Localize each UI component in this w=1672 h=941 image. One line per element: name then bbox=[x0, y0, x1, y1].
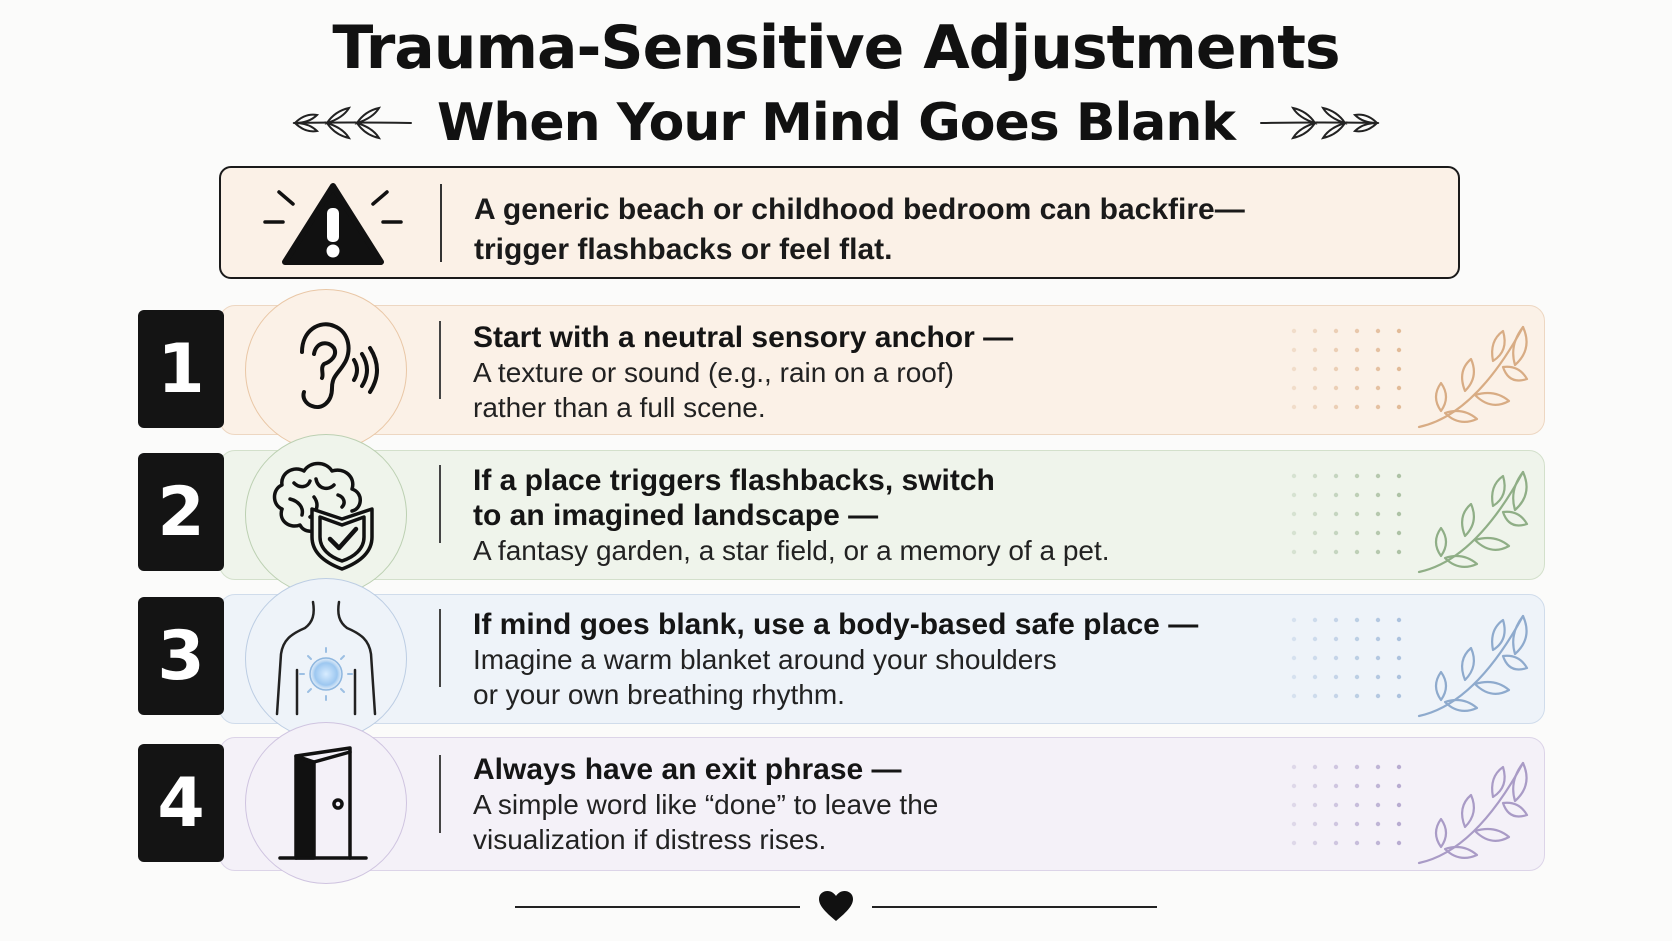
door-exit-icon bbox=[278, 746, 368, 860]
adjustment-body: A fantasy garden, a star field, or a mem… bbox=[473, 535, 1110, 566]
adjustment-heading: to an imagined landscape — bbox=[473, 499, 879, 532]
dot-pattern bbox=[1291, 328, 1402, 410]
icon-circle bbox=[245, 289, 407, 451]
subtitle-row: When Your Mind Goes Blank bbox=[0, 88, 1672, 158]
warning-divider bbox=[440, 184, 442, 262]
brain-shield-icon bbox=[272, 461, 374, 571]
warning-text-line: A generic beach or childhood bedroom can… bbox=[474, 193, 1245, 226]
left-vine-icon bbox=[292, 106, 413, 140]
adjustment-text-3: If mind goes blank, use a body-based saf… bbox=[473, 607, 1233, 712]
icon-circle bbox=[245, 722, 407, 884]
leaf-sprig-icon bbox=[1417, 614, 1529, 718]
leaf-sprig-icon bbox=[1417, 470, 1529, 574]
warning-icon bbox=[263, 183, 403, 265]
body-glow-icon bbox=[275, 600, 377, 716]
row-divider bbox=[439, 755, 441, 833]
warning-callout: A generic beach or childhood bedroom can… bbox=[219, 166, 1460, 279]
adjustment-heading: Start with a neutral sensory anchor — bbox=[473, 321, 1014, 354]
right-vine-icon bbox=[1259, 106, 1380, 140]
step-number-badge: 4 bbox=[138, 744, 224, 862]
row-divider bbox=[439, 465, 441, 543]
adjustment-body: A simple word like “done” to leave the bbox=[473, 789, 939, 820]
adjustment-body: or your own breathing rhythm. bbox=[473, 679, 845, 710]
step-number-badge: 1 bbox=[138, 310, 224, 428]
adjustment-heading: If a place triggers flashbacks, switch bbox=[473, 464, 995, 497]
adjustment-text-1: Start with a neutral sensory anchor — A … bbox=[473, 320, 1193, 425]
heart-icon bbox=[819, 891, 853, 921]
adjustment-heading: If mind goes blank, use a body-based saf… bbox=[473, 608, 1199, 641]
row-divider bbox=[439, 321, 441, 399]
warning-text-line: trigger flashbacks or feel flat. bbox=[474, 233, 893, 266]
adjustment-text-4: Always have an exit phrase — A simple wo… bbox=[473, 752, 1193, 857]
leaf-sprig-icon bbox=[1417, 761, 1529, 865]
row-divider bbox=[439, 609, 441, 687]
ear-icon bbox=[300, 322, 379, 409]
footer-divider-right bbox=[872, 906, 1157, 908]
dot-pattern bbox=[1291, 473, 1402, 555]
step-number-badge: 3 bbox=[138, 597, 224, 715]
page-subtitle: When Your Mind Goes Blank bbox=[437, 93, 1236, 153]
adjustment-body: Imagine a warm blanket around your shoul… bbox=[473, 644, 1057, 675]
adjustment-body: visualization if distress rises. bbox=[473, 824, 827, 855]
footer-divider-left bbox=[515, 906, 800, 908]
page-title: Trauma-Sensitive Adjustments bbox=[332, 13, 1340, 83]
adjustment-body: rather than a full scene. bbox=[473, 392, 766, 423]
leaf-sprig-icon bbox=[1417, 325, 1529, 429]
step-number-badge: 2 bbox=[138, 453, 224, 571]
icon-circle bbox=[245, 434, 407, 596]
adjustment-heading: Always have an exit phrase — bbox=[473, 753, 902, 786]
dot-pattern bbox=[1291, 764, 1402, 846]
icon-circle bbox=[245, 578, 407, 740]
adjustment-body: A texture or sound (e.g., rain on a roof… bbox=[473, 357, 954, 388]
dot-pattern bbox=[1291, 617, 1402, 699]
warning-text: A generic beach or childhood bedroom can… bbox=[474, 190, 1374, 270]
adjustment-text-2: If a place triggers flashbacks, switch t… bbox=[473, 463, 1193, 568]
